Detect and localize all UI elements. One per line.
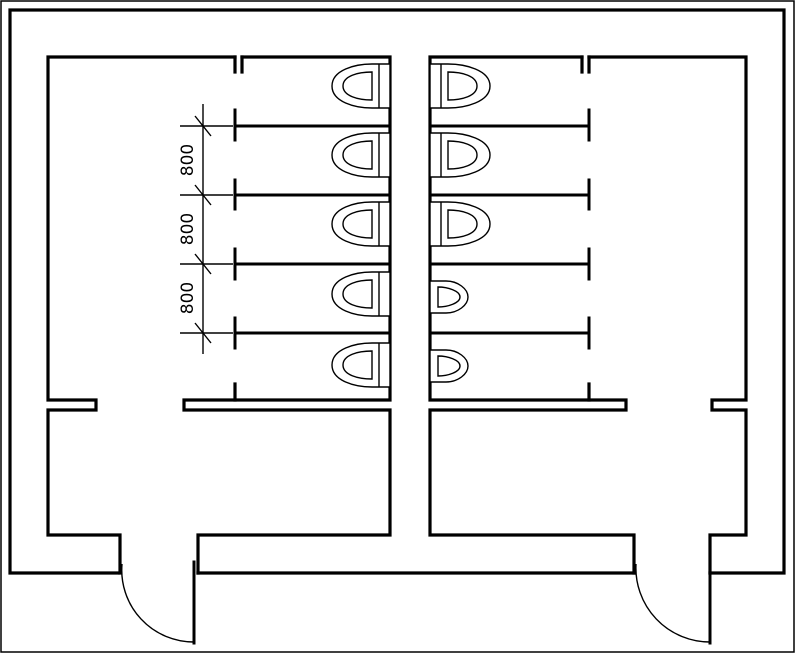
left-room-wall [46, 55, 237, 575]
exterior-walls [8, 8, 786, 575]
toilet-icon [429, 132, 491, 178]
left-door [121, 560, 196, 645]
dimension-label: 800 [178, 282, 198, 314]
toilet-icon [331, 63, 391, 109]
toilet-icon [331, 342, 391, 388]
toilet-icon [331, 132, 391, 178]
urinal-icon [429, 280, 469, 314]
right-door [635, 560, 712, 645]
toilet-icon [331, 201, 391, 247]
door-swing-arc [121, 563, 195, 643]
urinal-icon [429, 349, 469, 383]
dimension-label: 800 [178, 144, 198, 176]
toilet-icon [429, 63, 491, 109]
door-swing-arc [635, 563, 711, 643]
dimension-chain: 800 800 800 [178, 104, 233, 354]
tick-mark [194, 184, 212, 206]
right-room-wall-inner [587, 55, 748, 575]
tick-mark [194, 253, 212, 275]
tick-mark [194, 322, 212, 344]
toilet-icon [429, 201, 491, 247]
left-stall-partitions [233, 108, 392, 350]
dimension-label: 800 [178, 213, 198, 245]
right-stall-partitions [428, 108, 591, 350]
left-toilets [331, 63, 391, 388]
toilet-icon [331, 271, 391, 317]
tick-mark [194, 115, 212, 137]
right-urinals [429, 280, 469, 383]
outer-wall [8, 8, 786, 575]
interior-walls [46, 55, 748, 575]
entry-doors [121, 560, 712, 645]
right-toilets [429, 63, 491, 247]
